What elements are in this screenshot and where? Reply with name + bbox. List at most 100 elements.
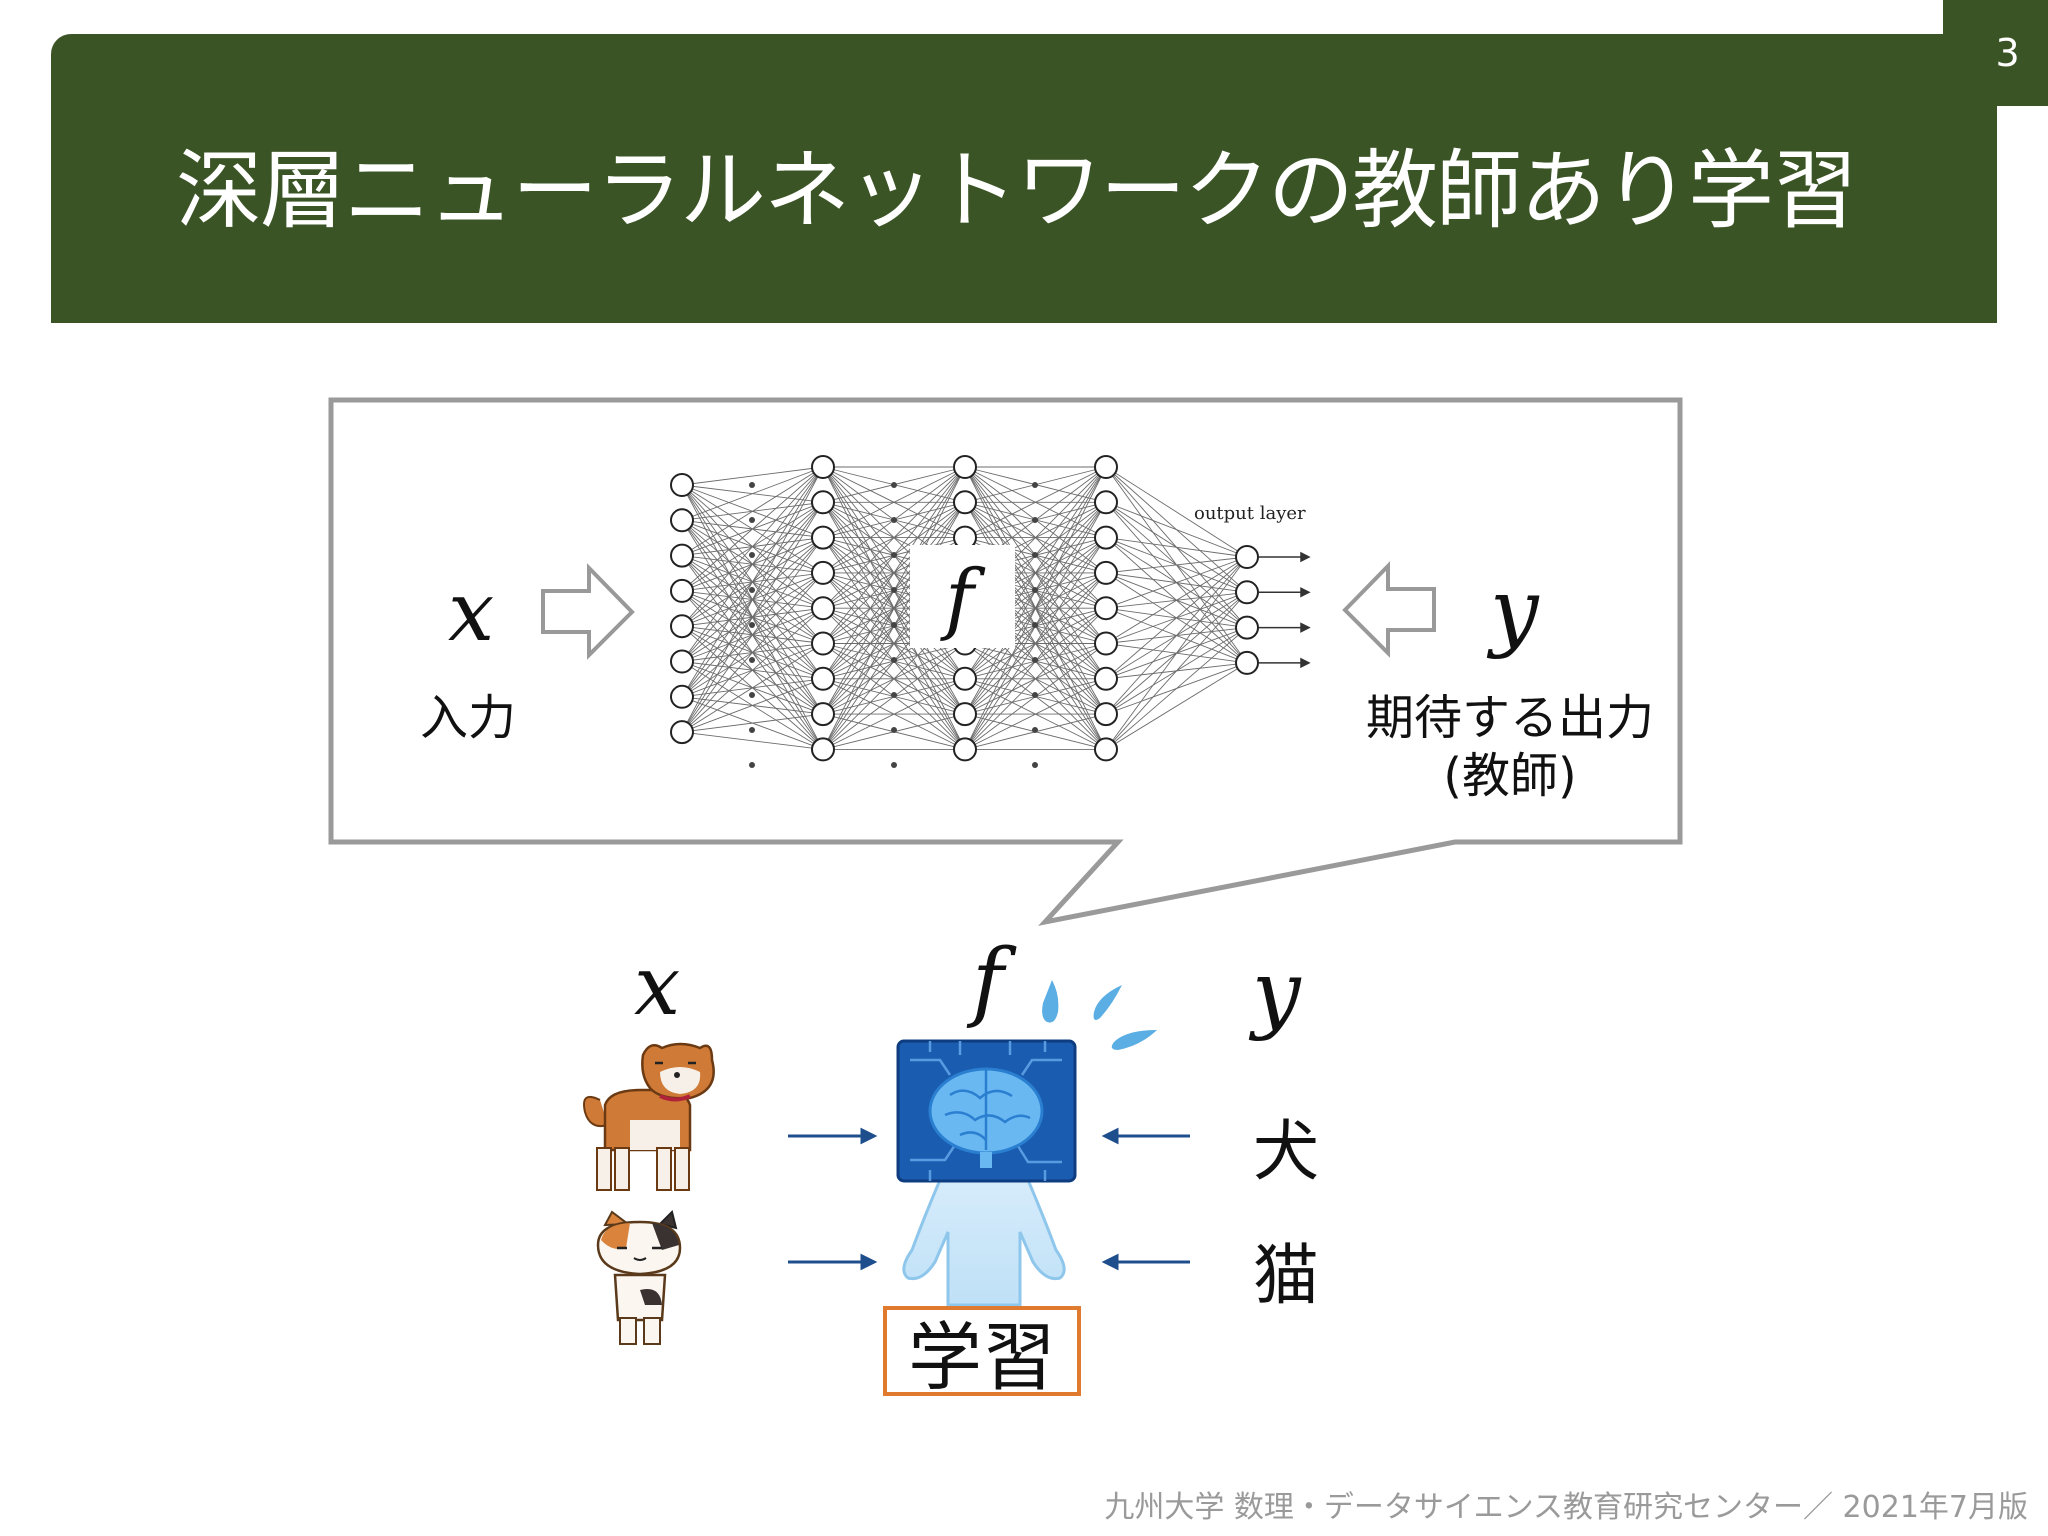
network-crossing-dot bbox=[891, 622, 897, 628]
output-layer-label: output layer bbox=[1194, 503, 1306, 524]
network-crossing-dot bbox=[749, 692, 755, 698]
network-node bbox=[1094, 525, 1118, 550]
network-node bbox=[1094, 737, 1118, 762]
input-symbol: x bbox=[448, 565, 495, 660]
output-arrowhead bbox=[1300, 587, 1311, 598]
network-node bbox=[811, 490, 835, 515]
output-arrows bbox=[1259, 551, 1311, 669]
network-node bbox=[811, 596, 835, 621]
output-arrowhead bbox=[1300, 551, 1311, 563]
network-node bbox=[1235, 650, 1259, 675]
slide-title: 深層ニューラルネットワークの教師あり学習 bbox=[176, 141, 1858, 241]
network-crossing-dot bbox=[1032, 587, 1038, 593]
network-crossing-dot bbox=[891, 762, 897, 768]
network-nodes bbox=[670, 455, 1259, 768]
function-box bbox=[910, 545, 1015, 648]
network-node bbox=[670, 508, 694, 533]
network-crossing-dot bbox=[1032, 692, 1038, 698]
network-crossing-dot bbox=[1032, 552, 1038, 558]
network-crossing-dot bbox=[749, 517, 755, 523]
input-arrow-icon bbox=[541, 563, 635, 660]
learning-y-symbol: y bbox=[1252, 943, 1301, 1043]
network-crossing-dot bbox=[891, 657, 897, 663]
answer-dog: 犬 bbox=[1253, 1113, 1319, 1190]
network-node bbox=[670, 543, 694, 568]
answer-cat: 猫 bbox=[1253, 1237, 1319, 1314]
network-node bbox=[953, 702, 977, 727]
network-crossing-dot bbox=[1032, 657, 1038, 663]
network-node bbox=[1235, 545, 1259, 569]
network-crossing-dot bbox=[749, 622, 755, 628]
input-label: 入力 bbox=[420, 690, 517, 746]
network-crossing-dot bbox=[891, 552, 897, 558]
output-arrowhead bbox=[1300, 622, 1311, 633]
network-node bbox=[811, 737, 835, 762]
network-node bbox=[811, 631, 835, 656]
function-symbol: f bbox=[945, 554, 974, 644]
network-crossing-dot bbox=[749, 482, 755, 488]
network-crossing-dot bbox=[891, 727, 897, 733]
network-node bbox=[1094, 490, 1118, 515]
network-node bbox=[1094, 702, 1118, 727]
network-crossing-dot bbox=[1032, 482, 1038, 488]
learning-x-symbol: x bbox=[634, 939, 681, 1034]
network-node bbox=[953, 455, 977, 479]
network-node bbox=[670, 649, 694, 674]
network-crossing-dot bbox=[1032, 622, 1038, 628]
network-crossing-dot bbox=[1032, 762, 1038, 768]
network-crossing-dot bbox=[891, 587, 897, 593]
network-node bbox=[1094, 596, 1118, 621]
network-crossing-dot bbox=[749, 587, 755, 593]
network-node bbox=[1094, 455, 1118, 479]
network-node bbox=[1235, 615, 1259, 640]
arrow-right-icon bbox=[860, 1253, 878, 1271]
network-crossing-dot bbox=[749, 762, 755, 768]
network-node bbox=[811, 455, 835, 479]
network-node bbox=[1235, 580, 1259, 605]
network-node bbox=[811, 702, 835, 727]
network-node bbox=[811, 525, 835, 550]
brain-chip-icon bbox=[896, 1039, 1077, 1183]
arrow-left-icon bbox=[1101, 1127, 1119, 1145]
output-arrow-icon bbox=[1342, 561, 1436, 658]
output-label-line2: (教師) bbox=[1443, 747, 1577, 804]
network-node bbox=[953, 490, 977, 515]
learner-body bbox=[902, 1178, 1066, 1307]
network-node bbox=[811, 560, 835, 585]
network-node bbox=[953, 666, 977, 691]
network-node bbox=[670, 720, 694, 745]
network-node bbox=[670, 473, 694, 497]
network-node bbox=[670, 614, 694, 639]
output-symbol: y bbox=[1490, 561, 1539, 661]
learning-f-symbol: f bbox=[972, 931, 1004, 1031]
learning-box: 学習 bbox=[883, 1306, 1081, 1401]
network-node bbox=[1094, 560, 1118, 585]
network-crossing-dot bbox=[891, 517, 897, 523]
network-node bbox=[1094, 666, 1118, 691]
dog-icon bbox=[583, 1042, 715, 1191]
network-node bbox=[953, 737, 977, 762]
network-crossing-dot bbox=[749, 552, 755, 558]
arrow-right-icon bbox=[860, 1127, 878, 1145]
network-node bbox=[670, 578, 694, 603]
network-crossing-dot bbox=[749, 657, 755, 663]
network-crossing-dot bbox=[749, 727, 755, 733]
output-label-line1: 期待する出力 bbox=[1365, 690, 1654, 746]
arrow-left-icon bbox=[1101, 1253, 1119, 1271]
network-crossing-dot bbox=[1032, 727, 1038, 733]
output-label: 期待する出力 (教師) bbox=[1360, 690, 1660, 805]
sweat-drops-icon bbox=[1042, 980, 1157, 1050]
speech-balloon bbox=[328, 397, 1683, 926]
network-node bbox=[811, 666, 835, 691]
output-arrowhead bbox=[1300, 657, 1311, 669]
network-connections bbox=[681, 466, 1248, 750]
network-node bbox=[670, 684, 694, 709]
network-crossing-dot bbox=[1032, 517, 1038, 523]
title-bar: 深層ニューラルネットワークの教師あり学習 bbox=[51, 34, 1997, 323]
cat-icon bbox=[596, 1210, 682, 1345]
network-node bbox=[1094, 631, 1118, 656]
network-crossing-dot bbox=[891, 692, 897, 698]
footer-credit: 九州大学 数理・データサイエンス教育研究センター／ 2021年7月版 bbox=[1104, 1490, 2028, 1525]
network-crossing-dot bbox=[891, 482, 897, 488]
